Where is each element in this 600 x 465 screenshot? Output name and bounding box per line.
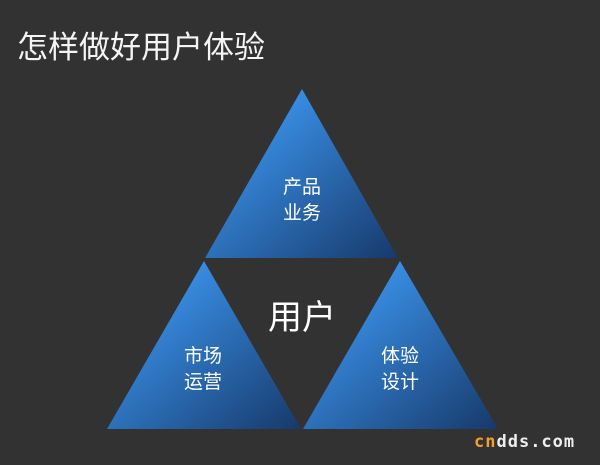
- segment-market-operations: 市场 运营: [163, 343, 243, 395]
- triangle-bottom-right: [303, 261, 498, 429]
- center-label-user: 用户: [268, 298, 336, 338]
- segment-label-line1: 市场: [183, 345, 222, 367]
- segment-label-line1: 体验: [380, 345, 419, 367]
- watermark: cndds.com: [474, 432, 575, 452]
- triangle-bottom-left: [107, 261, 301, 429]
- watermark-rest: dds.com: [496, 432, 576, 452]
- segment-label-line2: 业务: [282, 202, 321, 224]
- segment-label-line1: 产品: [282, 176, 321, 198]
- triangle-top: [205, 89, 398, 258]
- segment-label-line2: 运营: [183, 371, 222, 393]
- watermark-prefix: cn: [474, 432, 497, 452]
- slide-title: 怎样做好用户体验: [17, 30, 265, 66]
- segment-label-line2: 设计: [380, 371, 419, 393]
- segment-product-business: 产品 业务: [262, 174, 342, 226]
- segment-experience-design: 体验 设计: [360, 343, 440, 395]
